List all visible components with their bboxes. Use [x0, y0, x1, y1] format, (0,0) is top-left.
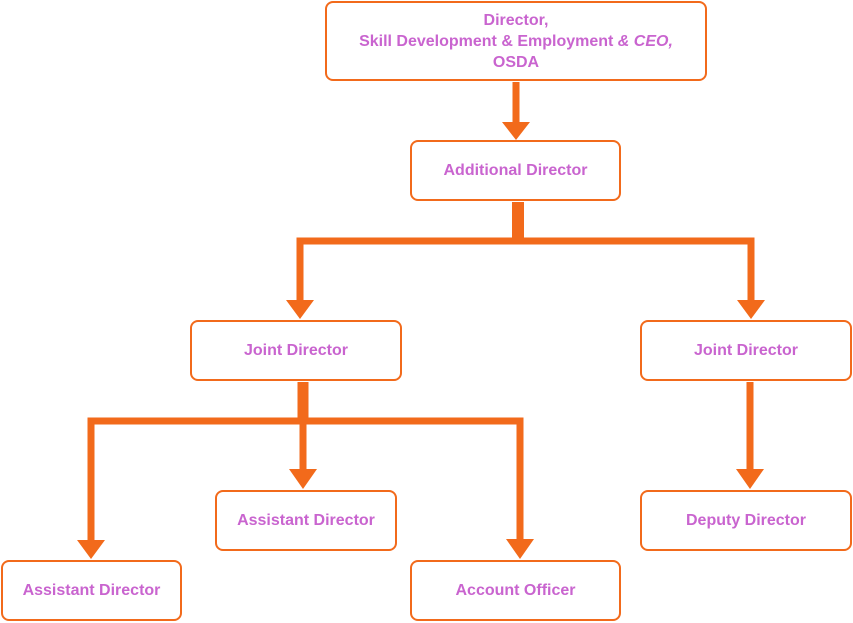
additional-director-label: Additional Director	[443, 162, 588, 179]
arrowhead-asst-left	[77, 540, 105, 559]
assistant-director-middle-label: Assistant Director	[237, 512, 375, 529]
arrowhead-account	[506, 539, 534, 559]
arrowhead-joint-left	[286, 300, 314, 319]
assistant-director-left-label: Assistant Director	[22, 582, 161, 599]
arrowhead-additional	[502, 122, 530, 140]
node-additional-director: Additional Director	[410, 140, 621, 201]
node-deputy-director: Deputy Director	[640, 490, 852, 551]
director-title-line2: Skill Development & Employment & CEO,	[359, 31, 673, 52]
node-assistant-director-left: Assistant Director	[1, 560, 182, 621]
node-joint-director-left: Joint Director	[190, 320, 402, 381]
arrowhead-joint-right	[737, 300, 765, 319]
node-director-ceo: Director, Skill Development & Employment…	[325, 1, 707, 81]
joint-director-left-label: Joint Director	[243, 342, 348, 359]
account-officer-label: Account Officer	[455, 582, 576, 599]
joint-director-right-label: Joint Director	[693, 342, 798, 359]
director-title-line1: Director,	[483, 11, 549, 29]
node-assistant-director-middle: Assistant Director	[215, 490, 397, 551]
deputy-director-label: Deputy Director	[685, 512, 807, 529]
node-account-officer: Account Officer	[410, 560, 621, 621]
director-title-line2-italic: & CEO,	[617, 32, 673, 50]
director-title-line3: OSDA	[492, 53, 540, 71]
director-title-line2-text: Skill Development & Employment	[359, 32, 618, 50]
connector-additional-branch	[296, 237, 755, 302]
arrowhead-deputy	[736, 469, 764, 489]
node-joint-director-right: Joint Director	[640, 320, 852, 381]
arrowhead-asst-mid	[289, 469, 317, 489]
